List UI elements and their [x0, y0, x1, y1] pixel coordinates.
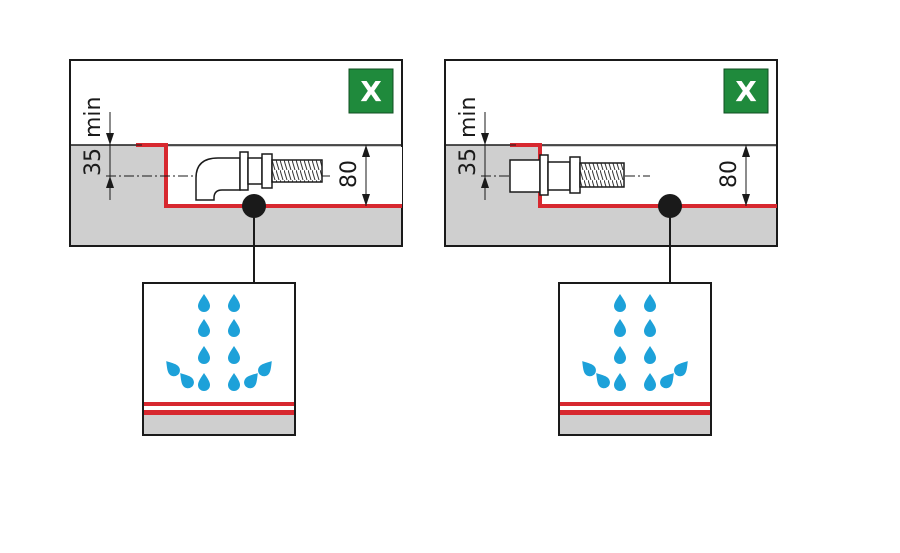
- dim-35-left: 35 min: [81, 97, 142, 200]
- x-badge: X: [723, 68, 769, 114]
- dim-80-label: 80: [337, 160, 362, 188]
- left-panel: X 35 min 80: [69, 59, 403, 436]
- dim-80-right: 80: [717, 145, 750, 206]
- dim-80-left: 80: [337, 145, 370, 206]
- dim-min-label: min: [456, 97, 481, 139]
- appliance-box: [142, 282, 296, 436]
- appliance-box: [558, 282, 712, 436]
- x-mark-icon: X: [735, 75, 757, 108]
- right-panel: X 35 min 80: [444, 59, 778, 436]
- dim-min-label: min: [81, 97, 106, 139]
- dim-35-label: 35: [456, 148, 481, 176]
- x-badge: X: [348, 68, 394, 114]
- elbow-hose-fitting-icon: [195, 151, 323, 201]
- dim-35-right: 35 min: [456, 97, 516, 200]
- dim-80-label: 80: [717, 160, 742, 188]
- straight-hose-fitting-icon: [509, 154, 625, 196]
- x-mark-icon: X: [360, 75, 382, 108]
- dim-35-label: 35: [81, 148, 106, 176]
